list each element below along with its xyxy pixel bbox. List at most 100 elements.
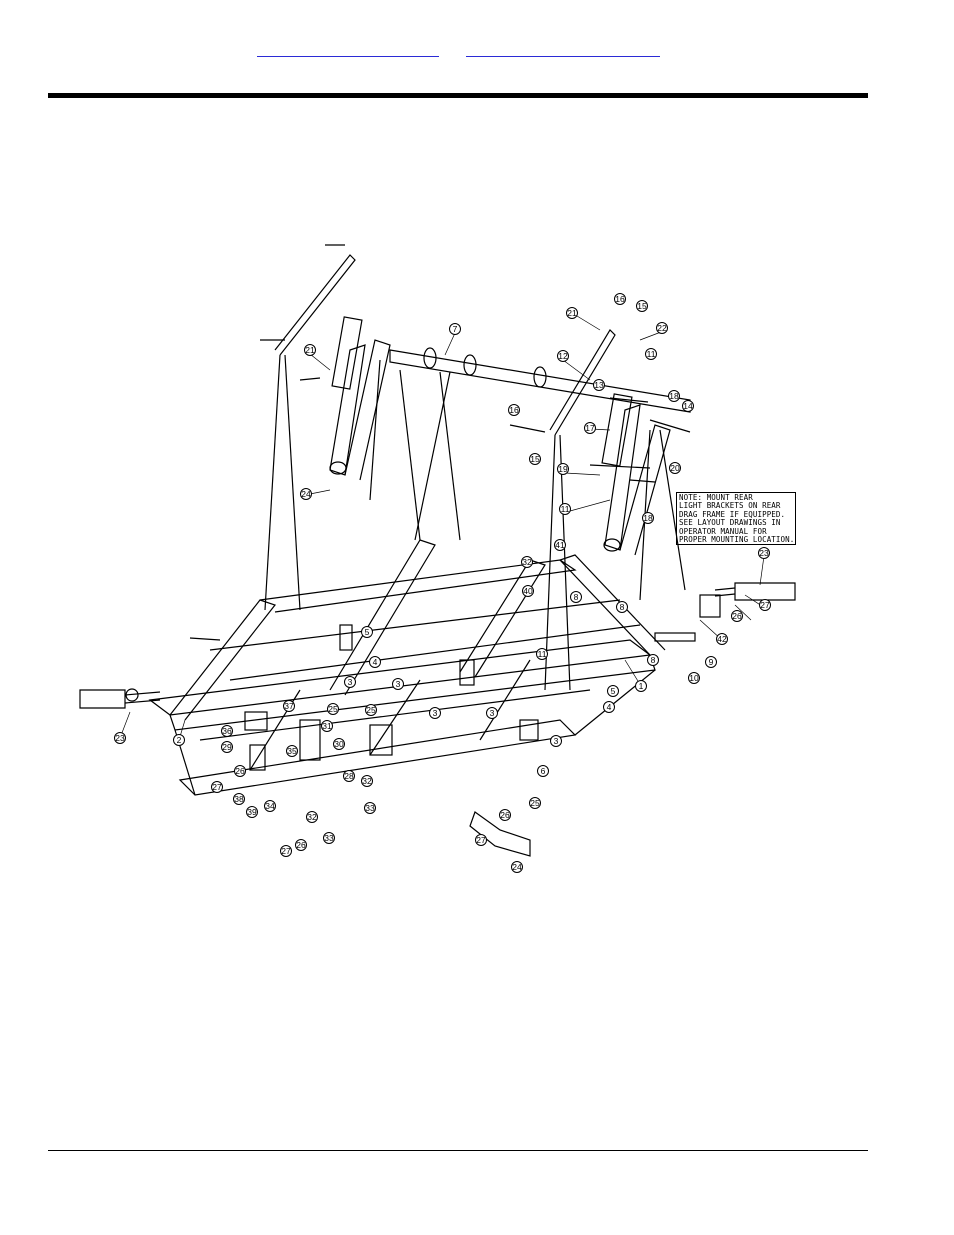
callout-label: 17 — [585, 423, 595, 433]
callout-label: 18 — [643, 513, 653, 523]
left-cylinder — [331, 316, 363, 390]
callout-circle — [521, 556, 533, 568]
callout-23: 23 — [758, 547, 770, 559]
callout-label: 8 — [574, 592, 579, 602]
callout-circle — [584, 422, 596, 434]
right-cylinder — [601, 393, 633, 467]
callout-16: 16 — [508, 404, 520, 416]
callout-circle — [234, 765, 246, 777]
callout-circle — [647, 654, 659, 666]
callout-circle — [323, 832, 335, 844]
callout-circle — [758, 547, 770, 559]
callout-circle — [593, 379, 605, 391]
callout-29: 29 — [221, 741, 233, 753]
callout-label: 4 — [373, 657, 378, 667]
callout-label: 7 — [453, 324, 458, 334]
callout-label: 2 — [177, 735, 182, 745]
callout-3: 3 — [392, 678, 404, 690]
callout-circle — [759, 599, 771, 611]
callout-5: 5 — [607, 685, 619, 697]
callout-label: 31 — [322, 721, 332, 731]
callout-1: 1 — [635, 680, 647, 692]
callout-circle — [511, 861, 523, 873]
header-link-1[interactable] — [257, 44, 439, 57]
callout-label: 29 — [222, 742, 232, 752]
note-line: SEE LAYOUT DRAWINGS IN — [679, 518, 781, 528]
callout-8: 8 — [616, 601, 628, 613]
header-link-2[interactable] — [466, 44, 660, 57]
callout-circle — [486, 707, 498, 719]
callout-24: 24 — [511, 861, 523, 873]
callout-circle — [361, 775, 373, 787]
callout-6: 6 — [537, 765, 549, 777]
callout-circle — [429, 707, 441, 719]
callout-label: 32 — [362, 776, 372, 786]
callout-37: 37 — [283, 700, 295, 712]
bottom-rule — [48, 1150, 868, 1151]
left-drag-bar — [79, 689, 126, 709]
callout-label: 27 — [281, 846, 291, 856]
callout-circle — [221, 741, 233, 753]
callout-27: 27 — [759, 599, 771, 611]
callout-circle — [616, 601, 628, 613]
callout-circle — [321, 720, 333, 732]
frame-front-beam — [148, 639, 652, 716]
callout-circle — [304, 344, 316, 356]
callout-12: 12 — [557, 350, 569, 362]
callout-circle — [635, 680, 647, 692]
callout-30: 30 — [333, 738, 345, 750]
note-line: LIGHT BRACKETS ON REAR — [679, 501, 781, 511]
callout-label: 20 — [670, 463, 680, 473]
callout-circle — [529, 453, 541, 465]
callout-circle — [688, 672, 700, 684]
callout-circle — [343, 770, 355, 782]
callout-label: 13 — [594, 380, 604, 390]
transport-axle — [389, 349, 691, 413]
callout-label: 26 — [235, 766, 245, 776]
callout-27: 27 — [211, 781, 223, 793]
note-line: NOTE: MOUNT REAR — [679, 493, 753, 502]
note-line: PROPER MOUNTING LOCATION. — [679, 535, 795, 545]
callout-17: 17 — [584, 422, 596, 434]
callout-26: 26 — [234, 765, 246, 777]
callout-circle — [114, 732, 126, 744]
callout-label: 15 — [637, 301, 647, 311]
callout-label: 1 — [639, 681, 644, 691]
callout-label: 32 — [522, 557, 532, 567]
callout-label: 15 — [530, 454, 540, 464]
callout-3: 3 — [550, 735, 562, 747]
callout-24: 24 — [300, 488, 312, 500]
top-rule — [48, 93, 868, 98]
callout-8: 8 — [570, 591, 582, 603]
callout-4: 4 — [603, 701, 615, 713]
callout-18: 18 — [642, 512, 654, 524]
callout-label: 32 — [307, 812, 317, 822]
callout-8: 8 — [647, 654, 659, 666]
callout-circle — [557, 350, 569, 362]
callout-label: 21 — [567, 308, 577, 318]
callout-circle — [361, 626, 373, 638]
callout-label: 39 — [247, 807, 257, 817]
frame-upper-beam — [259, 559, 577, 613]
callout-28: 28 — [343, 770, 355, 782]
callout-label: 12 — [558, 351, 568, 361]
callout-circle — [645, 348, 657, 360]
callout-11: 11 — [559, 503, 571, 515]
callout-9: 9 — [705, 656, 717, 668]
callout-label: 3 — [396, 679, 401, 689]
callout-19: 19 — [557, 463, 569, 475]
callout-circle — [536, 648, 548, 660]
callout-circle — [246, 806, 258, 818]
callout-15: 15 — [529, 453, 541, 465]
callout-32: 32 — [361, 775, 373, 787]
callout-label: 23 — [759, 548, 769, 558]
callout-23: 23 — [114, 732, 126, 744]
callout-11: 11 — [536, 648, 548, 660]
callout-25: 25 — [327, 703, 339, 715]
callout-label: 27 — [476, 835, 486, 845]
callout-circle — [570, 591, 582, 603]
callout-circle — [392, 678, 404, 690]
callout-35: 35 — [286, 745, 298, 757]
callout-27: 27 — [280, 845, 292, 857]
callout-label: 33 — [324, 833, 334, 843]
